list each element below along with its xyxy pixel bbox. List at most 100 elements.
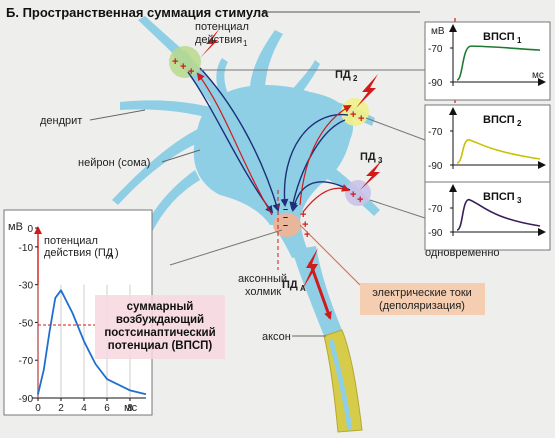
epsp-inset-frame bbox=[424, 104, 551, 184]
soma-leader bbox=[161, 149, 201, 163]
svg-text:+: + bbox=[357, 194, 363, 206]
epsp-inset-sub: 2 bbox=[517, 119, 522, 128]
axon-label: аксон bbox=[262, 331, 291, 343]
pda-label-sub: А bbox=[300, 284, 306, 293]
svg-text:+: + bbox=[358, 113, 364, 125]
summary-label: суммарный возбуждающий постсинаптический… bbox=[38, 295, 225, 359]
epsp-inset-name: ВПСП bbox=[483, 31, 515, 43]
epsp-inset-sub: 3 bbox=[517, 196, 522, 205]
epsp-inset-unit: мВ bbox=[431, 26, 445, 37]
ap-plot-title-2: действия (ПД bbox=[44, 247, 114, 259]
ap-plot-title-end: ) bbox=[115, 247, 119, 259]
neuron-soma bbox=[193, 85, 354, 225]
ap-plot-y-tick-label: -90 bbox=[19, 394, 34, 405]
hillock-label-2: холмик bbox=[245, 286, 281, 298]
pd2-label: ПД bbox=[335, 69, 351, 81]
ap1-label-2: действия bbox=[195, 34, 242, 46]
dendrite-branch bbox=[216, 58, 230, 100]
ap-plot-x-tick-label: 6 bbox=[104, 403, 110, 414]
epsp-inset-sub: 1 bbox=[517, 36, 522, 45]
pd2-label-sub: 2 bbox=[353, 74, 358, 83]
pd3-label: ПД bbox=[360, 151, 376, 163]
ap-plot-unit: мВ bbox=[8, 221, 23, 233]
charge-markers-minus: ––– bbox=[283, 204, 288, 230]
ap-plot-y-tick-label: -70 bbox=[19, 356, 34, 367]
ap-plot-x-tick-label: 4 bbox=[81, 403, 87, 414]
ap-plot-x-tick-label: 0 bbox=[35, 403, 41, 414]
epsp-inset-tick-bottom: -90 bbox=[428, 161, 443, 172]
epsp-inset-tick-top: -70 bbox=[428, 127, 443, 138]
dendrite-branch bbox=[138, 16, 185, 56]
ap-plot-y-tick-label: -30 bbox=[19, 281, 34, 292]
dendrite-branch bbox=[140, 170, 200, 240]
synapse-pd2-glow bbox=[341, 98, 369, 126]
epsp-inset-curve bbox=[456, 45, 541, 81]
bolt-pd3 bbox=[360, 160, 382, 190]
ap-plot-x-tick-label: 8 bbox=[127, 403, 133, 414]
hillock-label-1: аксонный bbox=[238, 273, 287, 285]
ap-plot-title-1: потенциал bbox=[44, 235, 98, 247]
svg-text:–: – bbox=[283, 220, 288, 230]
ap-plot-title-sub: А bbox=[108, 252, 114, 261]
currents-label-1: электрические токи bbox=[372, 287, 472, 299]
epsp-inset-name: ВПСП bbox=[483, 114, 515, 126]
svg-text:+: + bbox=[300, 209, 306, 221]
svg-text:+: + bbox=[188, 66, 194, 78]
ap-plot-y-tick-label: 0 bbox=[27, 224, 33, 235]
charge-markers: +++ ++ ++ +++ bbox=[172, 56, 364, 241]
currents-box bbox=[360, 283, 485, 315]
bolt-ap1 bbox=[200, 28, 220, 58]
synapse-pd3-glow bbox=[345, 180, 371, 206]
dendrite-label: дендрит bbox=[40, 115, 82, 127]
pd3-label-sub: 3 bbox=[378, 156, 383, 165]
svg-text:+: + bbox=[302, 219, 308, 231]
ap-plot-y-ticks: 0-10-30-50-70-90 bbox=[19, 224, 38, 405]
inset-connectors bbox=[169, 69, 426, 266]
bolt-pda bbox=[302, 248, 318, 290]
synapse-ap1-glow bbox=[169, 46, 201, 78]
dendrite-leader bbox=[89, 109, 146, 121]
soma-label: нейрон (сома) bbox=[78, 157, 150, 169]
svg-text:+: + bbox=[350, 189, 356, 201]
currents-pointer bbox=[299, 224, 361, 286]
bolt-pd2 bbox=[356, 74, 378, 108]
ap-plot-x-unit: мс bbox=[124, 402, 138, 414]
ap-curve bbox=[37, 289, 147, 396]
ap-plot-y-tick-label: -50 bbox=[19, 318, 34, 329]
epsp-inset-tick-top: -70 bbox=[428, 44, 443, 55]
current-paths bbox=[187, 67, 351, 214]
pda-label: ПД bbox=[282, 279, 298, 291]
epsp-inset-tick-bottom: -90 bbox=[428, 78, 443, 89]
svg-text:–: – bbox=[283, 204, 288, 214]
ap1-label-1: потенциал bbox=[195, 21, 249, 33]
epsp-inset-frame bbox=[424, 21, 551, 101]
epsp-inset-tick-top: -70 bbox=[428, 204, 443, 215]
epsp-inset-x-unit: мс bbox=[532, 70, 544, 81]
epsp-inset-name: ВПСП bbox=[483, 191, 515, 203]
summary-line-3: постсинаптический bbox=[104, 327, 215, 339]
dendrite-branch bbox=[120, 100, 214, 118]
epsp-inset-curve bbox=[456, 138, 541, 164]
svg-text:+: + bbox=[180, 61, 186, 73]
axon bbox=[292, 246, 363, 433]
epsp-inset-tick-bottom: -90 bbox=[428, 228, 443, 239]
ap1-label-sub: 1 bbox=[243, 39, 248, 48]
epsp-inset-frame bbox=[424, 181, 551, 251]
summary-line-1: суммарный bbox=[127, 301, 194, 313]
svg-text:–: – bbox=[283, 212, 288, 222]
dendrite-branch bbox=[112, 128, 205, 205]
figure-title: Б. Пространственная суммация стимула bbox=[6, 5, 269, 20]
current-return-paths bbox=[196, 72, 352, 216]
summary-line-4: потенциал (ВПСП) bbox=[108, 340, 213, 352]
svg-text:+: + bbox=[350, 109, 356, 121]
svg-text:+: + bbox=[172, 56, 178, 68]
summary-box bbox=[95, 295, 225, 359]
currents-label-2: (деполяризация) bbox=[379, 300, 465, 312]
dendrite-branch bbox=[250, 30, 283, 92]
summary-line-2: возбуждающий bbox=[116, 314, 204, 326]
epsp-inset-curve bbox=[456, 198, 541, 231]
